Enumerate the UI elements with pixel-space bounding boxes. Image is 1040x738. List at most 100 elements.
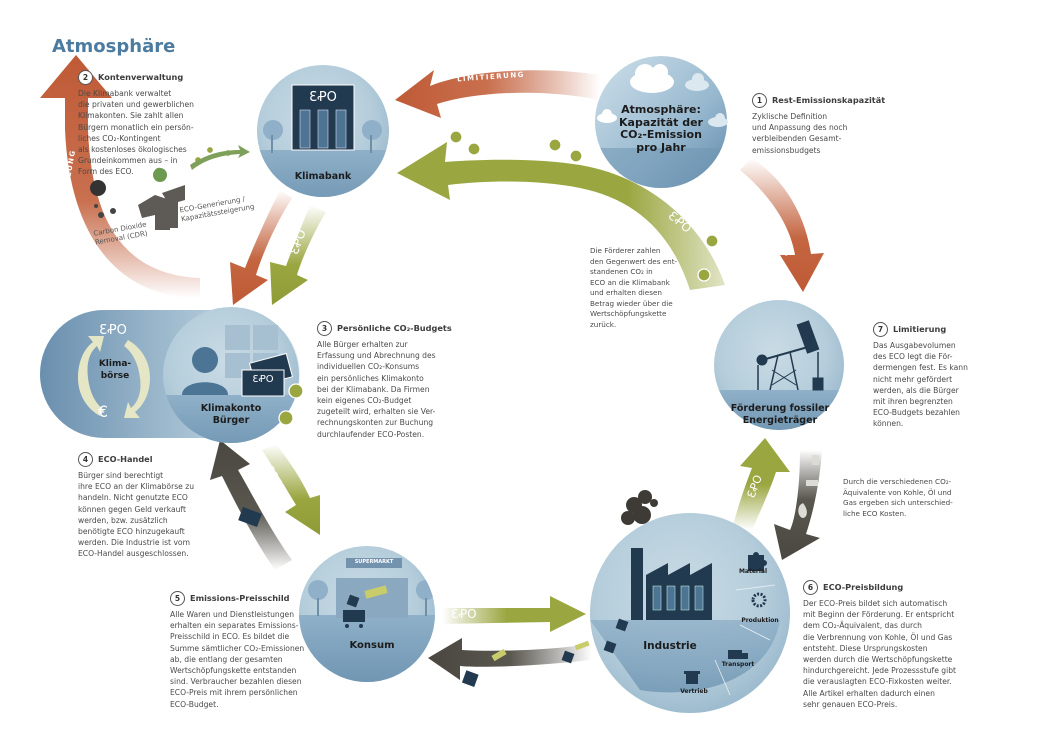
eco-flow-arrow-top	[397, 142, 725, 290]
text-line: nicht mehr gefördert	[873, 374, 953, 384]
exchange-arrow-left-icon	[78, 336, 104, 416]
puzzle-icon	[748, 552, 767, 571]
text-line: Alle Waren und Dienstleistungen	[170, 610, 295, 619]
plus-icon	[153, 168, 167, 182]
card-eco-logo: ƐꝒO	[252, 374, 274, 385]
text-line: Äquivalente von Kohle, Öl und	[843, 487, 952, 497]
text-line: ihre ECO an der Klimabörse zu	[78, 482, 195, 492]
text-line: sehr genauen ECO-Preis.	[803, 699, 898, 709]
section-number: 4	[78, 452, 93, 467]
eco-card-icon	[241, 352, 294, 397]
rueckkopplung-arrow	[40, 55, 200, 298]
text-line: werden durch die Wertschöpfungskette	[803, 655, 953, 665]
section-5: 5 Emissions-Preisschild Alle Waren und Di…	[170, 591, 320, 710]
text-line: kein eigenes CO₂-Budget	[317, 396, 412, 406]
section-body: Alle Bürger erhalten zur Erfassung und A…	[317, 339, 477, 440]
note-aequivalente: Durch die verschiedenen CO₂- Äquivalente…	[843, 477, 983, 519]
resource-arrow-down	[774, 450, 822, 560]
text-line: Wertschöpfungskette entstanden	[170, 666, 297, 676]
limitierung-arrow-right	[740, 158, 824, 292]
foerderung-line-1: Förderung fossiler	[730, 403, 830, 414]
section-title: Rest-Emissionskapazität	[772, 94, 886, 105]
klimabank-label: Klimabank	[294, 171, 352, 182]
industrie-label: Industrie	[643, 640, 697, 652]
text-line: ein persönliches Klimakonto	[317, 373, 424, 383]
text-line: Der ECO-Preis bildet sich automatisch	[803, 599, 948, 608]
section-title: Kontenverwaltung	[98, 71, 184, 82]
text-line: durchlaufender ECO-Posten.	[317, 429, 425, 439]
limitierung-arrow-top	[395, 70, 600, 118]
text-line: rechnungskonten zur Buchung	[317, 418, 434, 428]
text-line: Summe sämtlicher CO₂-Emissionen	[170, 643, 305, 653]
text-line: hindurchgereicht. Jede Prozessstufe gibt	[803, 666, 957, 676]
text-line: Die Förderer zahlen	[590, 246, 661, 255]
text-line: zugeteilt wird, erhalten sie Ver-	[317, 407, 436, 417]
text-line: Durch die verschiedenen CO₂-	[843, 477, 952, 486]
text-line: mit ihren begrenzten	[873, 397, 953, 407]
text-line: ECO-Preis mit ihrem persönlichen	[170, 688, 298, 698]
text-line: Bürgern monatlich ein persön-	[78, 122, 194, 132]
eco-flow-arrow-down	[270, 205, 326, 305]
atmosphere-line-4: pro Jahr	[636, 140, 686, 154]
klimaboerse-label: Klima- börse	[80, 358, 150, 382]
person-icon	[182, 347, 228, 395]
sector-material: Material	[738, 568, 768, 575]
text-line: dermengen fest. Es kann	[873, 363, 968, 373]
text-line: Bürger sind berechtigt	[78, 471, 164, 480]
sector-transport: Transport	[721, 661, 755, 668]
text-line: handeln. Nicht genutzte ECO	[78, 493, 188, 503]
industrie-node	[590, 490, 790, 713]
cdr-device-icon	[138, 185, 185, 230]
gas-flame-icon	[798, 503, 807, 518]
factory-icon	[631, 548, 712, 620]
eco-flow-arrow-industrie	[442, 596, 586, 632]
text-line: werden. Die Industrie ist vom	[78, 538, 190, 548]
klimakonto-line-1: Klimakonto	[200, 403, 262, 414]
text-line: Grundeinkommen aus – in	[78, 156, 178, 166]
text-line: werden, als die Bürger	[873, 385, 959, 395]
text-line: sind. Verbraucher bezahlen diesen	[170, 677, 302, 687]
text-line: Wertschöpfungskette	[590, 309, 667, 318]
foerderung-label: Förderung fossiler Energieträger	[724, 403, 836, 427]
truck-icon	[728, 650, 748, 659]
atmosphere-line-3: CO₂-Emission	[620, 128, 702, 141]
section-number: 5	[170, 591, 185, 606]
section-number: 2	[78, 70, 93, 85]
text-line: ab, die entlang der gesamten	[170, 654, 283, 664]
klimabank-logo: ƐꝒO	[309, 90, 337, 105]
text-line: Das Ausgabevolumen	[873, 341, 956, 350]
text-line: dem CO₂-Äquivalent, das durch	[803, 621, 922, 631]
text-line: zurück.	[590, 319, 617, 329]
section-title: Emissions-Preisschild	[190, 592, 290, 603]
text-line: Gas ergeben sich unterschied-	[843, 498, 953, 507]
gear-icon	[751, 592, 767, 608]
section-number: 3	[317, 321, 332, 336]
eco-label-industrie: ƐꝒO	[451, 607, 477, 621]
text-line: ECO an die Klimabank	[590, 277, 670, 287]
section-title: Limitierung	[893, 323, 947, 334]
smoke-icon	[621, 490, 658, 525]
text-line: emissionsbudgets	[752, 145, 821, 155]
klimaboerse-line-1: Klima-	[98, 359, 132, 369]
text-line: liche ECO Kosten.	[843, 508, 907, 518]
text-line: Erfassung und Abrechnung des	[317, 351, 436, 361]
text-line: die verauslagten ECO-Fixkosten weiter.	[803, 677, 952, 687]
euro-icon: €	[97, 402, 109, 421]
sector-vertrieb: Vertrieb	[680, 688, 708, 695]
section-body: Bürger sind berechtigt ihre ECO an der K…	[78, 470, 228, 560]
text-line: Betrag wieder über die	[590, 298, 673, 308]
klimakonto-label: Klimakonto Bürger	[191, 403, 271, 427]
text-line: liches CO₂-Kontingent	[78, 133, 161, 143]
text-line: die Verbrennung von Kohle, Öl und Gas	[803, 632, 953, 642]
klimakonto-line-2: Bürger	[212, 415, 250, 426]
text-line: können gegen Geld verkauft	[78, 504, 186, 514]
section-number: 1	[752, 93, 767, 108]
text-line: standenen CO₂ in	[590, 267, 653, 276]
exchange-arrow-right-icon	[124, 340, 150, 418]
section-body: Das Ausgabevolumen des ECO legt die För-…	[873, 340, 993, 430]
text-line: als kostenloses ökologisches	[78, 145, 187, 155]
goods-arrow-klimakonto	[210, 440, 292, 570]
text-line: entsteht. Diese Ursprungskosten	[803, 643, 928, 653]
